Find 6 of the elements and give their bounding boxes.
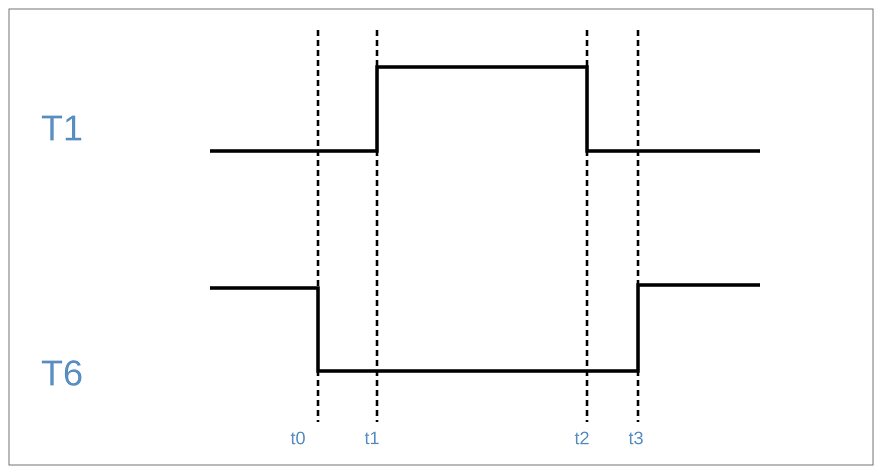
time-label: t3	[628, 432, 643, 444]
time-label: t2	[574, 432, 589, 444]
signal-label: T1	[42, 116, 82, 140]
time-label: t1	[364, 432, 379, 444]
time-label: t0	[290, 432, 305, 444]
signal-label: T6	[42, 360, 82, 386]
